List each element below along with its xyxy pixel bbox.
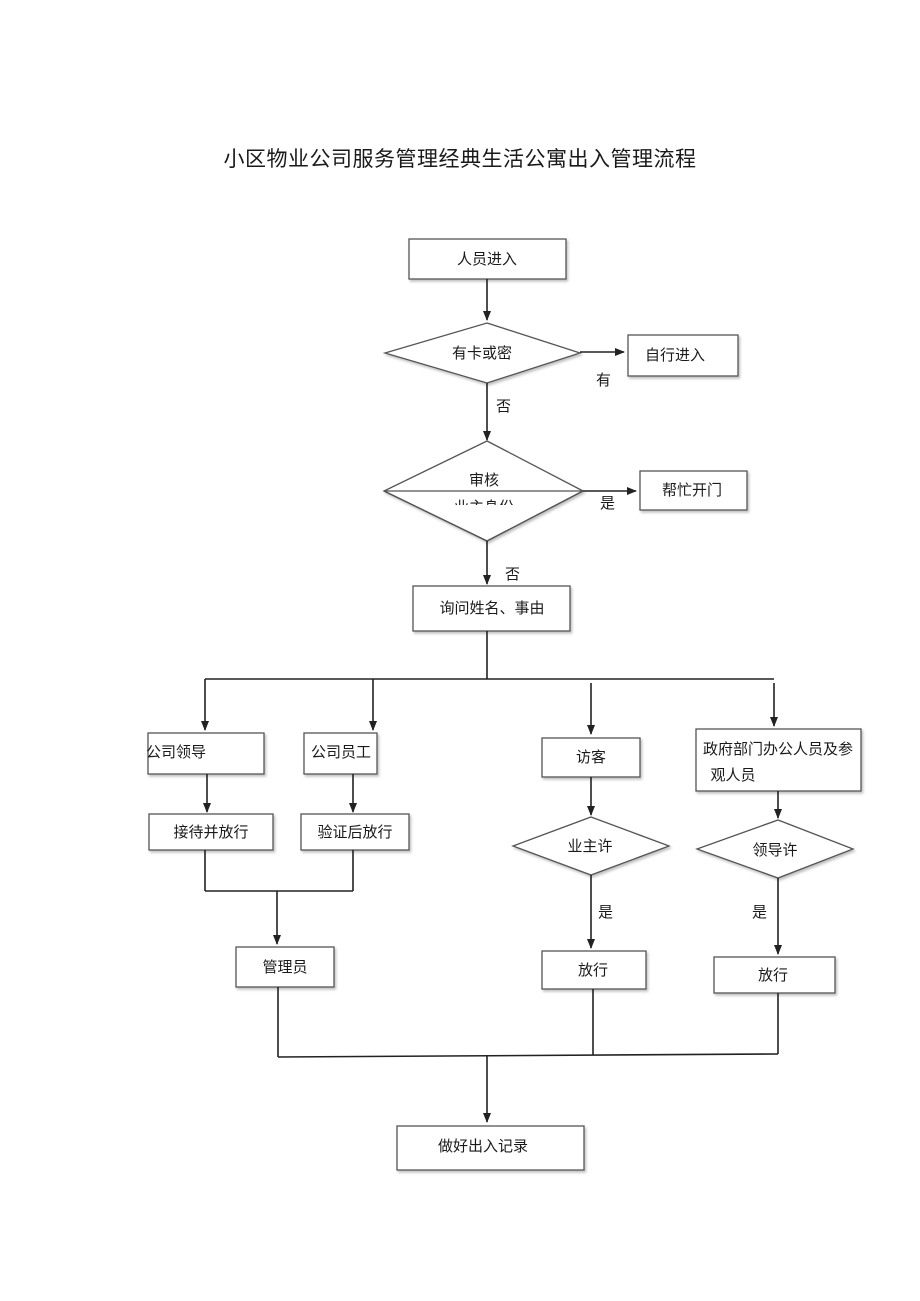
page-title: 小区物业公司服务管理经典生活公寓出入管理流程 <box>223 147 697 171</box>
decision-has-card-label: 有卡或密 <box>452 344 512 362</box>
edge-label-owner-yes: 是 <box>598 903 613 921</box>
node-record-label: 做好出入记录 <box>438 1137 528 1155</box>
edge-label-verify-yes: 是 <box>600 494 615 512</box>
node-help-open: 帮忙开门 <box>639 470 748 511</box>
node-release-visitor-label: 放行 <box>578 961 608 979</box>
node-verify-release: 验证后放行 <box>300 813 410 851</box>
node-entry: 人员进入 <box>408 238 567 280</box>
node-company-leader: 公司领导 <box>146 732 265 775</box>
decision-leader-permit-label: 领导许 <box>752 841 797 859</box>
node-manager: 管理员 <box>235 946 335 988</box>
node-visitor-label: 访客 <box>576 748 606 766</box>
node-company-staff-label: 公司员工 <box>311 743 371 761</box>
node-visitor: 访客 <box>541 737 641 778</box>
node-gov-line2: 观人员 <box>710 766 755 784</box>
decision-leader-permit: 领导许 <box>695 819 855 879</box>
node-release-gov-label: 放行 <box>758 966 788 984</box>
label-clip-mask <box>440 505 530 517</box>
decision-owner-permit: 业主许 <box>511 816 671 876</box>
decision-verify-line1: 审核 <box>469 471 499 489</box>
node-self-enter-label: 自行进入 <box>645 346 705 364</box>
edge-label-has-yes: 有 <box>596 371 611 389</box>
node-manager-label: 管理员 <box>262 958 307 976</box>
node-record: 做好出入记录 <box>396 1125 585 1171</box>
merge-bus-final <box>277 1053 779 1058</box>
edge-label-has-no: 否 <box>496 397 511 415</box>
node-verify-release-label: 验证后放行 <box>317 823 392 841</box>
node-receive-release: 接待并放行 <box>148 813 274 851</box>
decision-owner-permit-label: 业主许 <box>567 837 612 855</box>
node-gov: 政府部门办公人员及参 观人员 <box>695 728 862 792</box>
node-company-leader-label: 公司领导 <box>146 743 206 761</box>
node-company-staff: 公司员工 <box>303 732 378 775</box>
decision-has-card: 有卡或密 <box>382 322 583 384</box>
node-release-visitor: 放行 <box>541 950 647 990</box>
node-entry-label: 人员进入 <box>457 250 517 268</box>
node-ask-name: 询问姓名、事由 <box>412 585 571 632</box>
node-ask-name-label: 询问姓名、事由 <box>439 599 544 617</box>
edge-label-leader-yes: 是 <box>752 903 767 921</box>
edge-label-verify-no: 否 <box>505 565 520 583</box>
node-receive-release-label: 接待并放行 <box>173 823 248 841</box>
decision-verify-outline <box>383 490 584 542</box>
node-help-open-label: 帮忙开门 <box>662 481 722 499</box>
node-gov-line1: 政府部门办公人员及参 <box>703 740 853 758</box>
node-release-gov: 放行 <box>713 956 836 994</box>
node-self-enter: 自行进入 <box>627 334 739 377</box>
